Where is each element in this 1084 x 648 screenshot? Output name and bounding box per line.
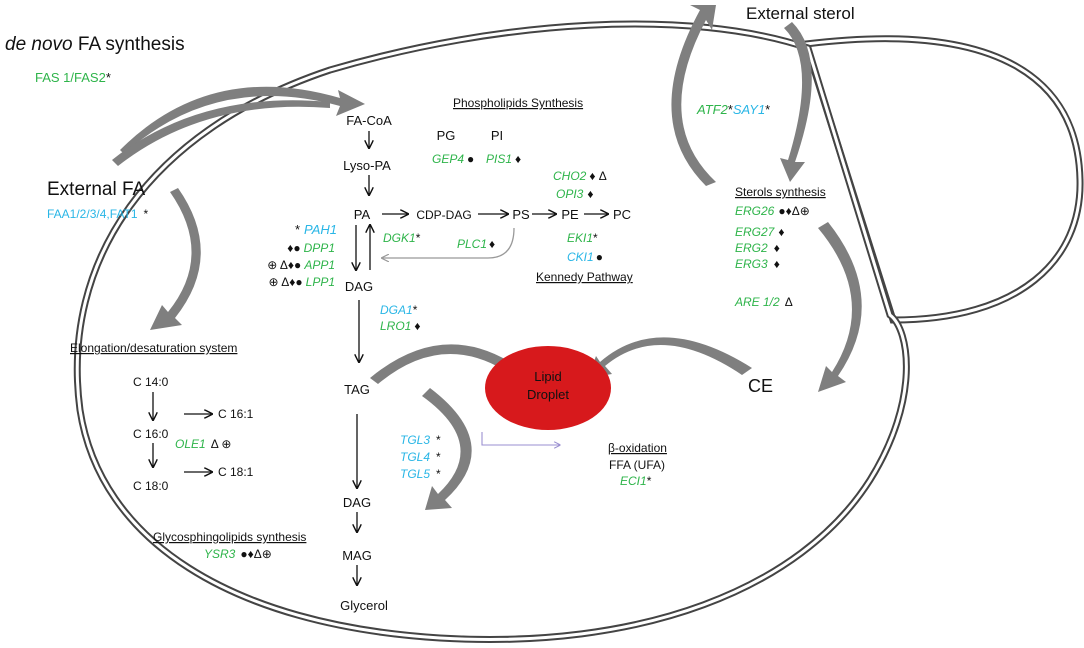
- phospholipid-block: Phospholipids Synthesis GEP4● PIS1♦ CHO2…: [383, 96, 633, 284]
- cki1-gene: CKI1●: [567, 250, 603, 264]
- external-fa-to-elongation-arrow: [150, 188, 201, 330]
- sterols-block: Sterols synthesis ERG26●♦Δ⊕ ERG27♦ ERG2♦…: [734, 185, 826, 309]
- ps-to-dag-arrow: [382, 227, 515, 258]
- external-fa-genes: FAA1/2/3/4,FAT1*: [47, 207, 149, 221]
- pc-label: PC: [613, 207, 631, 222]
- pathway-arrows: [153, 131, 608, 585]
- tag-label: TAG: [344, 382, 370, 397]
- pi-label: PI: [491, 128, 503, 143]
- kennedy-label: Kennedy Pathway: [536, 270, 633, 284]
- pa-gene: *PAH1: [295, 222, 337, 237]
- dag-label: DAG: [345, 279, 373, 294]
- plc1-gene: PLC1♦: [457, 237, 495, 251]
- sterol-gene: ERG3♦: [735, 257, 780, 271]
- mag-label: MAG: [342, 548, 372, 563]
- droplet-label-line2: Droplet: [527, 387, 569, 402]
- phospholipids-title: Phospholipids Synthesis: [453, 96, 583, 110]
- sterol-gene: ERG26●♦Δ⊕: [735, 204, 810, 218]
- sterol-to-ce-arrow: [818, 222, 862, 392]
- tag-to-droplet-arrow: [370, 344, 522, 384]
- eci1-gene: ECI1*: [620, 474, 652, 488]
- tag-genes: DGA1* LRO1♦: [380, 303, 420, 333]
- dgk1-gene: DGK1*: [383, 231, 421, 245]
- pg-label: PG: [437, 128, 456, 143]
- eki1-gene: EKI1*: [567, 231, 598, 245]
- pa-gene: ⊕ Δ♦●APP1: [267, 258, 335, 272]
- denovo-to-facoa-arrow: [120, 86, 365, 154]
- external-fa-label: External FA: [47, 179, 146, 200]
- facoa-label: FA-CoA: [346, 113, 392, 128]
- lipase-gene: TGL4*: [400, 450, 441, 464]
- beta-oxidation-arrow: [481, 432, 560, 445]
- cho2-gene: CHO2♦ Δ: [553, 169, 607, 183]
- lipid-droplet: Lipid Droplet: [485, 346, 611, 430]
- sterol-gene: ERG2♦: [735, 241, 780, 255]
- tag-gene: LRO1♦: [380, 319, 420, 333]
- c140-label: C 14:0: [133, 375, 169, 389]
- lysopa-label: Lyso-PA: [343, 158, 391, 173]
- ce-to-droplet-arrow: [588, 337, 752, 378]
- external-fa-block: External FA FAA1/2/3/4,FAT1*: [47, 179, 149, 221]
- c161-label: C 16:1: [218, 407, 254, 421]
- lipase-gene: TGL3*: [400, 433, 441, 447]
- c181-label: C 18:1: [218, 465, 254, 479]
- denovo-title: de novo FA synthesis: [5, 34, 185, 55]
- sterol-import-genes: ATF2*SAY1*: [696, 102, 770, 117]
- beta-ox-title: β-oxidation: [608, 441, 667, 455]
- external-sterol-arrow: [671, 5, 716, 186]
- dag2-label: DAG: [343, 495, 371, 510]
- pe-label: PE: [561, 207, 579, 222]
- opi3-gene: OPI3♦: [556, 187, 593, 201]
- elongation-title: Elongation/desaturation system: [70, 341, 237, 355]
- sterol-gene: ERG27♦: [735, 225, 784, 239]
- c180-label: C 18:0: [133, 479, 169, 493]
- lipase-genes: TGL3* TGL4* TGL5*: [400, 433, 441, 481]
- transport-arrows: [112, 5, 862, 510]
- metabolites: FA-CoA Lyso-PA PA DAG TAG DAG MAG Glycer…: [340, 113, 631, 613]
- external-fa-to-facoa-arrow: [112, 100, 330, 166]
- pa-gene: ⊕ Δ♦●LPP1: [269, 275, 335, 289]
- tag-gene: DGA1*: [380, 303, 418, 317]
- glyco-block: Glycosphingolipids synthesis YSR3●♦Δ⊕: [153, 530, 306, 561]
- droplet-label-line1: Lipid: [534, 369, 561, 384]
- denovo-block: de novo FA synthesis FAS 1/FAS2*: [5, 34, 185, 85]
- fas-gene: FAS 1/FAS2*: [35, 70, 111, 85]
- pa-genes: *PAH1 ♦●DPP1 ⊕ Δ♦●APP1 ⊕ Δ♦●LPP1: [267, 222, 337, 289]
- pis1-gene: PIS1♦: [486, 152, 521, 166]
- pa-gene: ♦●DPP1: [287, 241, 335, 255]
- sterols-title: Sterols synthesis: [735, 185, 826, 199]
- cell-outline: [73, 20, 1084, 644]
- beta-oxidation-block: β-oxidation FFA (UFA) ECI1*: [608, 441, 667, 488]
- pa-label: PA: [354, 207, 371, 222]
- sterol-import-arrow: [780, 22, 812, 182]
- gep4-gene: GEP4●: [432, 152, 474, 166]
- ysr3-gene: YSR3●♦Δ⊕: [204, 547, 272, 561]
- ps-label: PS: [512, 207, 530, 222]
- c160-label: C 16:0: [133, 427, 169, 441]
- lipase-gene: TGL5*: [400, 467, 441, 481]
- glyco-title: Glycosphingolipids synthesis: [153, 530, 306, 544]
- cdpdag-label: CDP-DAG: [416, 208, 471, 222]
- ce-label: CE: [748, 376, 773, 396]
- ffa-label: FFA (UFA): [609, 458, 665, 472]
- external-sterol-label: External sterol: [746, 4, 855, 23]
- elongation-block: Elongation/desaturation system C 14:0 C …: [70, 341, 254, 493]
- glycerol-label: Glycerol: [340, 598, 388, 613]
- droplet-lipolysis-arrow: [422, 388, 472, 510]
